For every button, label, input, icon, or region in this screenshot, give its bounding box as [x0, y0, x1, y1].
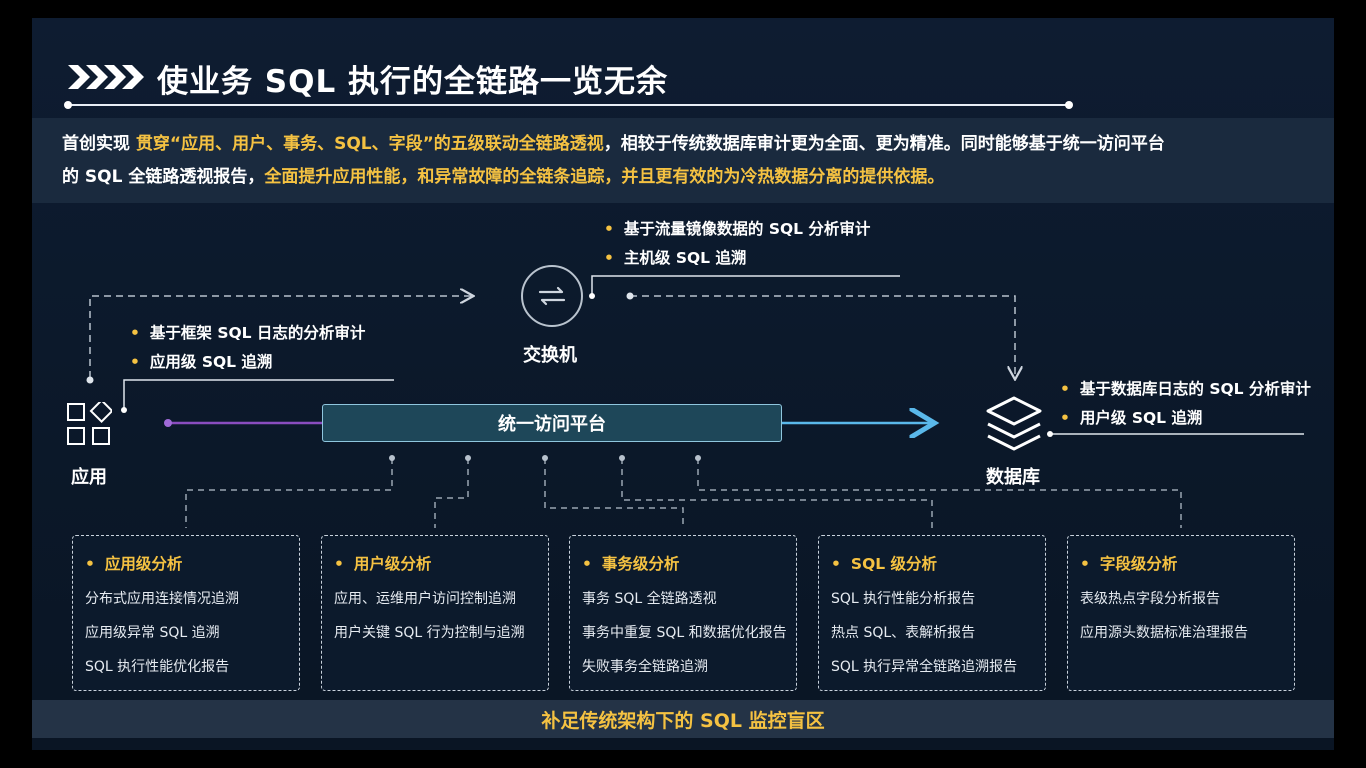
card-item: 应用级异常 SQL 追溯	[85, 625, 220, 641]
intro-panel	[32, 118, 1334, 203]
slide: 使业务 SQL 执行的全链路一览无余 首创实现 贯穿“应用、用户、事务、SQL、…	[32, 18, 1334, 750]
analysis-card-field: •字段级分析 表级热点字段分析报告 应用源头数据标准治理报告	[1067, 535, 1295, 691]
app-bullet: •基于框架 SQL 日志的分析审计	[130, 324, 366, 342]
analysis-card-app: •应用级分析 分布式应用连接情况追溯 应用级异常 SQL 追溯 SQL 执行性能…	[72, 535, 300, 691]
card-item: SQL 执行性能优化报告	[85, 659, 230, 675]
connector-lines	[86, 275, 1304, 528]
card-item: 事务 SQL 全链路透视	[582, 591, 717, 607]
analysis-card-transaction: •事务级分析 事务 SQL 全链路透视 事务中重复 SQL 和数据优化报告 失败…	[569, 535, 797, 691]
switch-label: 交换机	[523, 345, 577, 366]
unified-access-platform: 统一访问平台	[322, 404, 782, 442]
switch-bullet: •基于流量镜像数据的 SQL 分析审计	[604, 220, 871, 238]
database-bullets: •基于数据库日志的 SQL 分析审计 •用户级 SQL 追溯	[1060, 375, 1311, 433]
layers-stack-icon	[986, 396, 1042, 451]
card-item: SQL 执行异常全链路追溯报告	[831, 659, 1018, 675]
analysis-card-sql: •SQL 级分析 SQL 执行性能分析报告 热点 SQL、表解析报告 SQL 执…	[818, 535, 1046, 691]
card-item: 分布式应用连接情况追溯	[85, 591, 239, 607]
app-label: 应用	[71, 467, 107, 488]
app-bullets: •基于框架 SQL 日志的分析审计 •应用级 SQL 追溯	[130, 319, 365, 377]
card-item: 热点 SQL、表解析报告	[831, 625, 976, 641]
switch-arrows-icon	[521, 265, 583, 327]
switch-bullets: •基于流量镜像数据的 SQL 分析审计 •主机级 SQL 追溯	[604, 215, 870, 273]
card-title: •SQL 级分析	[831, 555, 938, 573]
title-line-start-dot	[64, 101, 72, 109]
card-item: 应用、运维用户访问控制追溯	[334, 591, 516, 607]
card-item: 事务中重复 SQL 和数据优化报告	[582, 625, 787, 641]
title-underline	[68, 104, 1068, 106]
page-title: 使业务 SQL 执行的全链路一览无余	[157, 64, 669, 100]
database-bullet: •用户级 SQL 追溯	[1060, 409, 1203, 427]
app-bullet: •应用级 SQL 追溯	[130, 353, 273, 371]
database-label: 数据库	[986, 467, 1040, 488]
intro-text: 首创实现 贯穿“应用、用户、事务、SQL、字段”的五级联动全链路透视，相较于传统…	[62, 134, 1165, 187]
card-title: •应用级分析	[85, 555, 183, 573]
bottom-banner: 补足传统架构下的 SQL 监控盲区	[32, 700, 1334, 738]
card-title: •事务级分析	[582, 555, 680, 573]
card-title: •用户级分析	[334, 555, 432, 573]
title-line-end-dot	[1065, 101, 1073, 109]
apps-grid-icon	[67, 402, 112, 445]
card-title: •字段级分析	[1080, 555, 1178, 573]
card-item: 用户关键 SQL 行为控制与追溯	[334, 625, 525, 641]
switch-bullet: •主机级 SQL 追溯	[604, 249, 747, 267]
card-item: SQL 执行性能分析报告	[831, 591, 976, 607]
chevrons-right-icon	[68, 65, 144, 89]
card-item: 失败事务全链路追溯	[582, 659, 708, 675]
card-item: 表级热点字段分析报告	[1080, 591, 1220, 607]
switch-to-db-line	[630, 295, 1015, 378]
app-to-switch-line	[89, 296, 472, 378]
database-bullet: •基于数据库日志的 SQL 分析审计	[1060, 380, 1311, 398]
analysis-card-user: •用户级分析 应用、运维用户访问控制追溯 用户关键 SQL 行为控制与追溯	[321, 535, 549, 691]
card-item: 应用源头数据标准治理报告	[1080, 625, 1248, 641]
